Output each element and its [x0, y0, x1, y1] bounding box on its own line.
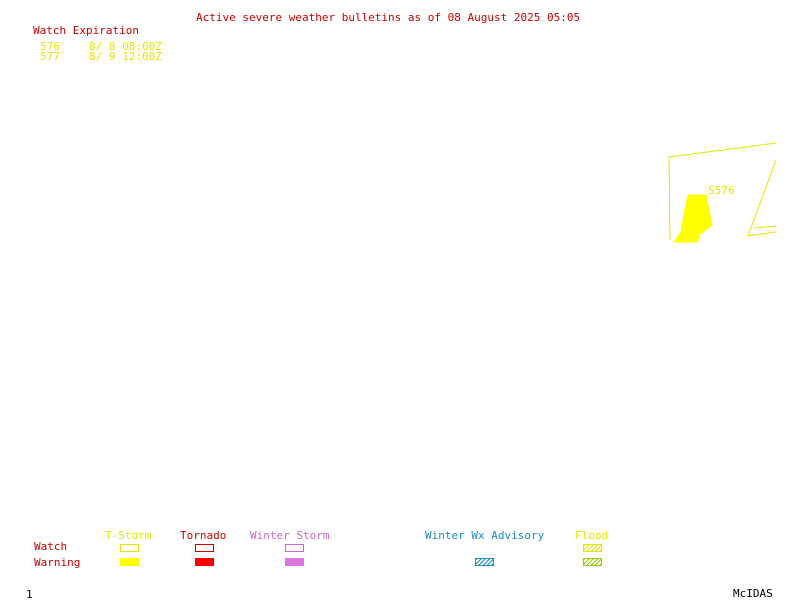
- watch-item-id: 577: [40, 50, 60, 63]
- watch-577-outline-east: [747, 159, 777, 237]
- legend-winter-storm-watch-swatch: [285, 544, 304, 552]
- legend-winter-storm-warning-swatch: [285, 558, 304, 566]
- legend-tstorm-label: T-Storm: [105, 529, 152, 542]
- legend-tornado-watch-swatch: [195, 544, 214, 552]
- legend-winter-wx-label: Winter Wx Advisory: [425, 529, 545, 542]
- legend-tornado-warning-swatch: [195, 558, 214, 566]
- warning-polygon-label: S576: [708, 184, 735, 197]
- page-title: Active severe weather bulletins as of 08…: [196, 11, 581, 24]
- legend-winter-wx-warning-swatch: [475, 558, 494, 566]
- legend-watch-row-label: Watch: [34, 540, 68, 553]
- watch-577-outline-south: [753, 225, 777, 229]
- legend-flood-watch-swatch: [583, 544, 602, 552]
- frame-number: 1: [26, 588, 33, 601]
- watch-item-id: 576: [40, 40, 60, 53]
- watch-item-expiration: 8/ 9 12:00Z: [89, 50, 162, 63]
- software-label: McIDAS: [733, 587, 773, 600]
- watch-577-outline: [668, 142, 777, 241]
- warning-576-polygon: [673, 194, 713, 243]
- legend-tstorm-warning-swatch: [120, 558, 139, 566]
- legend-tornado-label: Tornado: [180, 529, 227, 542]
- legend-winter-storm-label: Winter Storm: [250, 529, 330, 542]
- watch-expiration-heading: Watch Expiration: [33, 24, 139, 37]
- legend-warning-row-label: Warning: [34, 556, 81, 569]
- watch-item-expiration: 8/ 8 08:00Z: [89, 40, 162, 53]
- legend-flood-warning-swatch: [583, 558, 602, 566]
- legend-flood-label: Flood: [575, 529, 609, 542]
- legend-tstorm-watch-swatch: [120, 544, 139, 552]
